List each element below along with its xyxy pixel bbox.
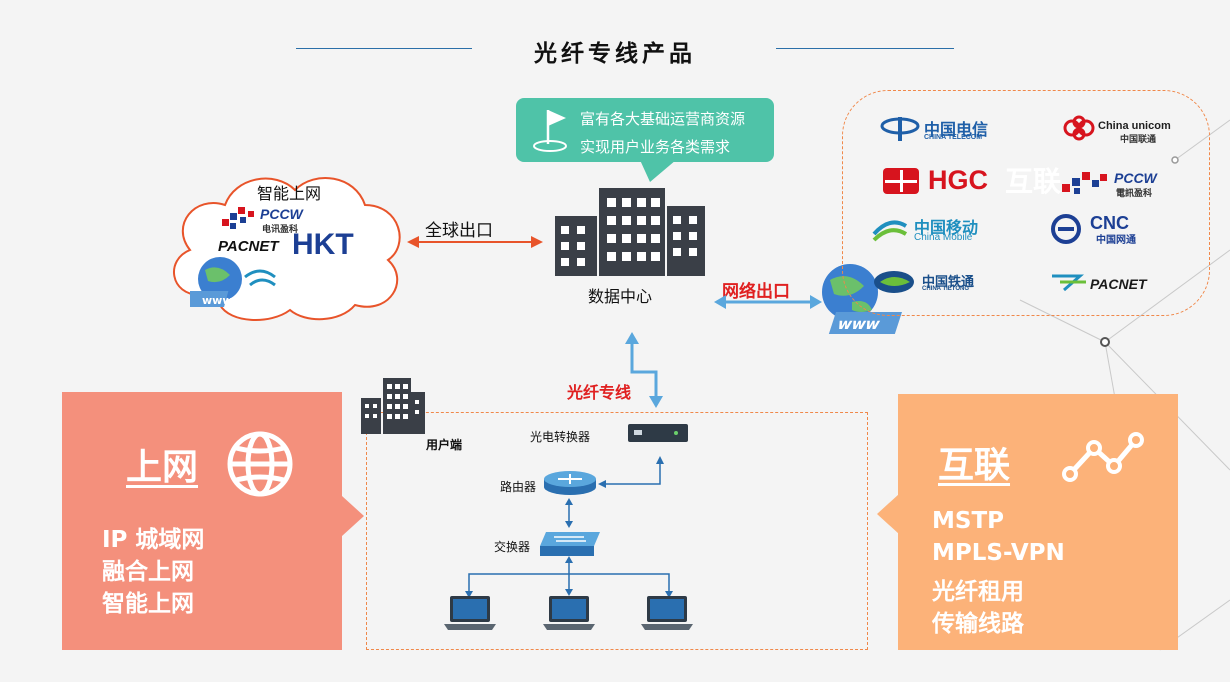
isp-logo-sub-5: 中国网通 xyxy=(1096,235,1136,246)
panel-right-pointer xyxy=(877,494,899,534)
panel-right-heading: 互联 xyxy=(938,445,1011,486)
switch-device-icon xyxy=(540,532,600,556)
datacenter-building-icon xyxy=(555,188,705,276)
cloud-pccw-sub: 电讯盈科 xyxy=(262,224,299,234)
isp-logo-sub-3: 電訊盈科 xyxy=(1116,188,1153,198)
internet-access-panel: 上网 IP 城域网 融合上网 智能上网 xyxy=(62,392,342,650)
laptop-icon xyxy=(543,596,595,630)
pccw-logo-icon xyxy=(222,207,254,229)
cloud-pccw-logo: PCCW xyxy=(260,206,303,222)
router-label: 路由器 xyxy=(500,480,537,494)
www-globe-icon: www xyxy=(190,257,276,307)
user-end-label: 用户端 xyxy=(426,438,463,452)
isp-logo-name-2: HGC xyxy=(928,165,988,195)
panel-left-item-2: 智能上网 xyxy=(102,591,194,617)
china-tietong-icon xyxy=(874,271,914,293)
resource-callout: 富有各大基础运营商资源 实现用户业务各类需求 xyxy=(516,98,774,162)
converter-device-icon xyxy=(628,424,688,442)
pccw-isp-icon xyxy=(1062,172,1107,194)
cnc-icon xyxy=(1051,214,1081,244)
isp-logo-name-6: 中国铁通 xyxy=(922,274,975,289)
isp-logo-sub-1: 中国联通 xyxy=(1120,134,1157,144)
user-building-icon xyxy=(361,378,425,434)
isp-logo-name-4: 中国移动 xyxy=(914,220,979,237)
svg-text:www: www xyxy=(202,294,233,307)
svg-text:www: www xyxy=(835,315,882,333)
isp-logo-name-0: 中国电信 xyxy=(924,122,989,139)
router-device-icon xyxy=(544,471,596,495)
callout-line-1: 富有各大基础运营商资源 xyxy=(580,110,746,128)
hgc-icon xyxy=(883,168,919,194)
panel-right-item-3: 传输线路 xyxy=(932,611,1024,637)
isp-panel-watermark: 互联 xyxy=(1005,165,1062,198)
cloud-label: 智能上网 xyxy=(257,184,322,203)
laptop-icon xyxy=(444,596,496,630)
datacenter-label: 数据中心 xyxy=(588,287,653,306)
user-network-connectors xyxy=(465,456,673,598)
cloud-hkt-logo: HKT xyxy=(292,228,354,261)
fiber-line-arrow xyxy=(625,332,663,408)
isp-logo-sub-0: CHINA TELECOM xyxy=(924,134,983,141)
isp-logo-panel xyxy=(842,90,1210,316)
laptop-icon xyxy=(641,596,693,630)
panel-left-item-1: 融合上网 xyxy=(102,559,194,585)
interconnect-panel: 互联 MSTP MPLS-VPN 光纤租用 传输线路 xyxy=(898,394,1178,650)
switch-label: 交换器 xyxy=(494,540,531,554)
converter-label: 光电转换器 xyxy=(530,430,591,444)
user-network-box xyxy=(366,412,868,650)
callout-line-2: 实现用户业务各类需求 xyxy=(580,138,731,156)
isp-logo-sub-6: CHINA TIETONG xyxy=(922,286,970,292)
isp-logo-sub-4: China Mobile xyxy=(914,232,973,243)
china-telecom-icon xyxy=(880,117,920,141)
cloud-pacnet-logo: PACNET xyxy=(218,238,279,255)
global-exit-label: 全球出口 xyxy=(425,221,493,241)
flag-icon xyxy=(533,110,567,152)
isp-logo-name-1: China unicom xyxy=(1098,120,1171,132)
globe-icon xyxy=(227,431,293,497)
panel-right-item-1: MPLS-VPN xyxy=(932,540,1065,566)
title-rule-left xyxy=(296,48,472,49)
isp-logo-name-3: PCCW xyxy=(1114,170,1157,186)
panel-right-item-2: 光纤租用 xyxy=(932,579,1024,605)
network-exit-label: 网络出口 xyxy=(722,282,790,302)
panel-left-heading: 上网 xyxy=(126,447,199,488)
network-exit-arrow xyxy=(714,295,822,309)
trend-line-icon xyxy=(1062,432,1144,482)
china-unicom-icon xyxy=(1063,115,1095,141)
title-rule-right xyxy=(776,48,954,49)
isp-logo-name-7: PACNET xyxy=(1090,276,1147,292)
panel-left-pointer xyxy=(342,496,364,536)
panel-right-item-0: MSTP xyxy=(932,508,1004,534)
pacnet-icon xyxy=(1052,274,1086,292)
callout-tail xyxy=(640,160,676,182)
isp-logo-name-5: CNC xyxy=(1090,213,1129,233)
china-mobile-icon xyxy=(872,220,908,242)
fiber-line-label: 光纤专线 xyxy=(567,383,632,402)
page-title: 光纤专线产品 xyxy=(534,41,696,67)
panel-left-item-0: IP 城域网 xyxy=(102,527,205,553)
global-exit-arrow xyxy=(407,236,543,248)
